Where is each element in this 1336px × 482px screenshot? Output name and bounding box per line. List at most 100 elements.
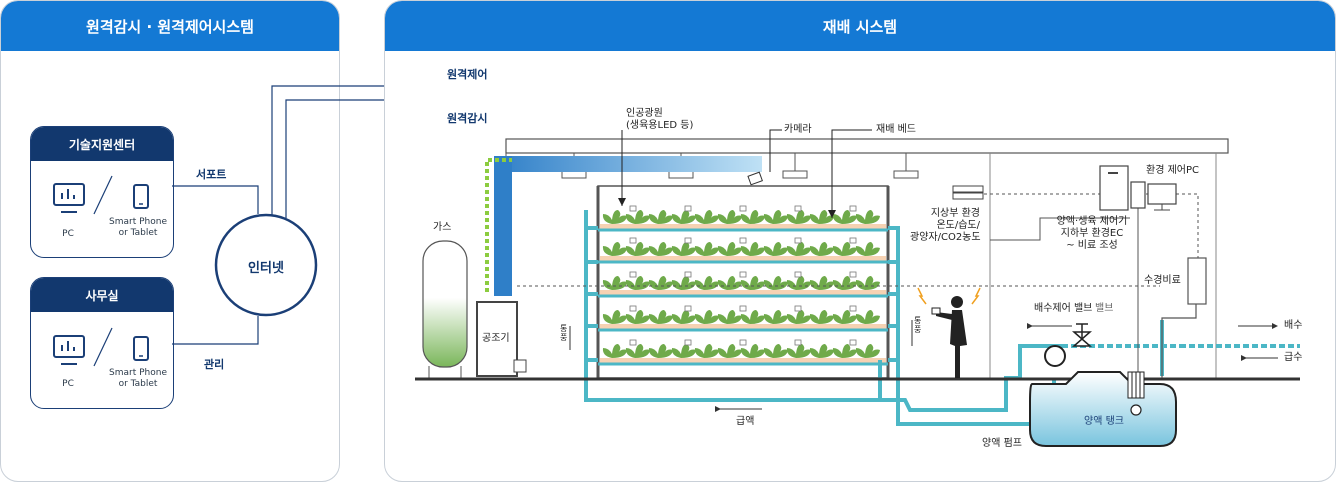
plant-icon	[717, 210, 742, 224]
tech-support-center-title: 기술지원센터	[31, 127, 173, 161]
remote-system-title: 원격감시 · 원격제어시스템	[1, 1, 339, 51]
plant-icon	[671, 242, 696, 256]
led-light-icon	[849, 271, 857, 278]
led-light-icon	[849, 305, 857, 312]
ceiling-beam	[505, 138, 1229, 154]
remote-control-label: 원격제어	[447, 68, 488, 81]
supply-liquid-label: 급액	[736, 416, 755, 427]
air-conditioner	[476, 301, 527, 377]
plant-icon	[832, 210, 857, 224]
air-duct	[494, 156, 762, 294]
plant-icon	[648, 344, 673, 358]
drain-valve-label: 배수제어 밸브	[1034, 303, 1093, 314]
plant-icon	[740, 210, 765, 224]
pc-label: PC	[62, 229, 74, 239]
led-light-icon	[739, 339, 747, 346]
pump-icon	[1044, 345, 1066, 367]
plant-icon	[740, 310, 765, 324]
pc-icon	[53, 335, 85, 365]
led-light-icon	[684, 205, 692, 212]
plant-icon	[855, 344, 880, 358]
plant-icon	[648, 310, 673, 324]
plant-icon	[763, 276, 788, 290]
led-light-icon	[739, 305, 747, 312]
plant-icon	[786, 276, 811, 290]
led-light-icon	[684, 339, 692, 346]
plant-icon	[602, 310, 627, 324]
plant-icon	[671, 210, 696, 224]
co2-dashed-line	[485, 158, 512, 292]
valve-label: 밸브	[1095, 303, 1114, 314]
phone-icon	[133, 184, 149, 209]
plant-icon	[809, 276, 834, 290]
led-light-icon	[794, 237, 802, 244]
led-light-icon	[794, 305, 802, 312]
plant-icon	[717, 276, 742, 290]
plant-icon	[740, 344, 765, 358]
manage-label: 관리	[204, 358, 225, 371]
phone-icon	[133, 336, 149, 361]
led-light-icon	[849, 339, 857, 346]
plant-icon	[717, 310, 742, 324]
led-light-icon	[629, 339, 637, 346]
nutrient-tank	[1029, 371, 1177, 447]
tech-support-center-card: 기술지원센터	[30, 126, 174, 258]
led-light-icon	[629, 237, 637, 244]
artificial-light-label: 인공광원(생육용LED 등)	[626, 108, 694, 131]
plant-icon	[809, 344, 834, 358]
plant-icon	[671, 276, 696, 290]
plant-icon	[740, 242, 765, 256]
drain-valve-icon	[1072, 323, 1092, 347]
led-light-icon	[684, 271, 692, 278]
bed-label: 재배 베드	[876, 124, 916, 135]
plant-icon	[625, 242, 650, 256]
internet-node	[214, 213, 318, 317]
wireless-signal	[917, 287, 981, 305]
shelf-tray	[600, 290, 886, 295]
shelf-tray	[600, 324, 886, 329]
plant-icon	[602, 276, 627, 290]
worker-figure	[931, 296, 967, 378]
cultivation-system-title: 재배 시스템	[385, 1, 1335, 51]
divider-slash	[93, 327, 113, 367]
shelf-tray	[600, 224, 886, 229]
airflow-label: 통풍	[914, 316, 922, 334]
plant-icon	[648, 210, 673, 224]
plant-icon	[763, 242, 788, 256]
plant-icon	[694, 310, 719, 324]
led-light-icon	[849, 237, 857, 244]
plant-icon	[694, 344, 719, 358]
plant-icon	[832, 242, 857, 256]
plant-icon	[717, 344, 742, 358]
led-light-icon	[684, 237, 692, 244]
plant-icon	[809, 310, 834, 324]
remote-monitor-label: 원격감시	[447, 112, 488, 125]
ceiling-lights	[561, 153, 919, 179]
plant-icon	[809, 242, 834, 256]
support-label: 서포트	[196, 168, 227, 181]
plant-icon	[763, 344, 788, 358]
ground-sensor	[952, 185, 984, 200]
led-light-icon	[629, 271, 637, 278]
camera-label: 카메라	[784, 124, 812, 135]
plant-icon	[717, 242, 742, 256]
plant-icon	[786, 242, 811, 256]
plant-icon	[832, 344, 857, 358]
led-light-icon	[684, 305, 692, 312]
gas-label: 가스	[433, 222, 452, 233]
led-light-icon	[739, 237, 747, 244]
plant-icon	[694, 276, 719, 290]
water-supply-label: 급수	[1284, 352, 1303, 363]
plant-icon	[625, 276, 650, 290]
plant-icon	[855, 310, 880, 324]
fertilizer-label: 수경비료	[1144, 275, 1181, 286]
airflow-label: 통풍	[560, 324, 568, 342]
pc-icon	[53, 183, 85, 213]
office-card: 사무실	[30, 277, 174, 409]
plant-icon	[855, 276, 880, 290]
manage-line	[172, 316, 259, 345]
